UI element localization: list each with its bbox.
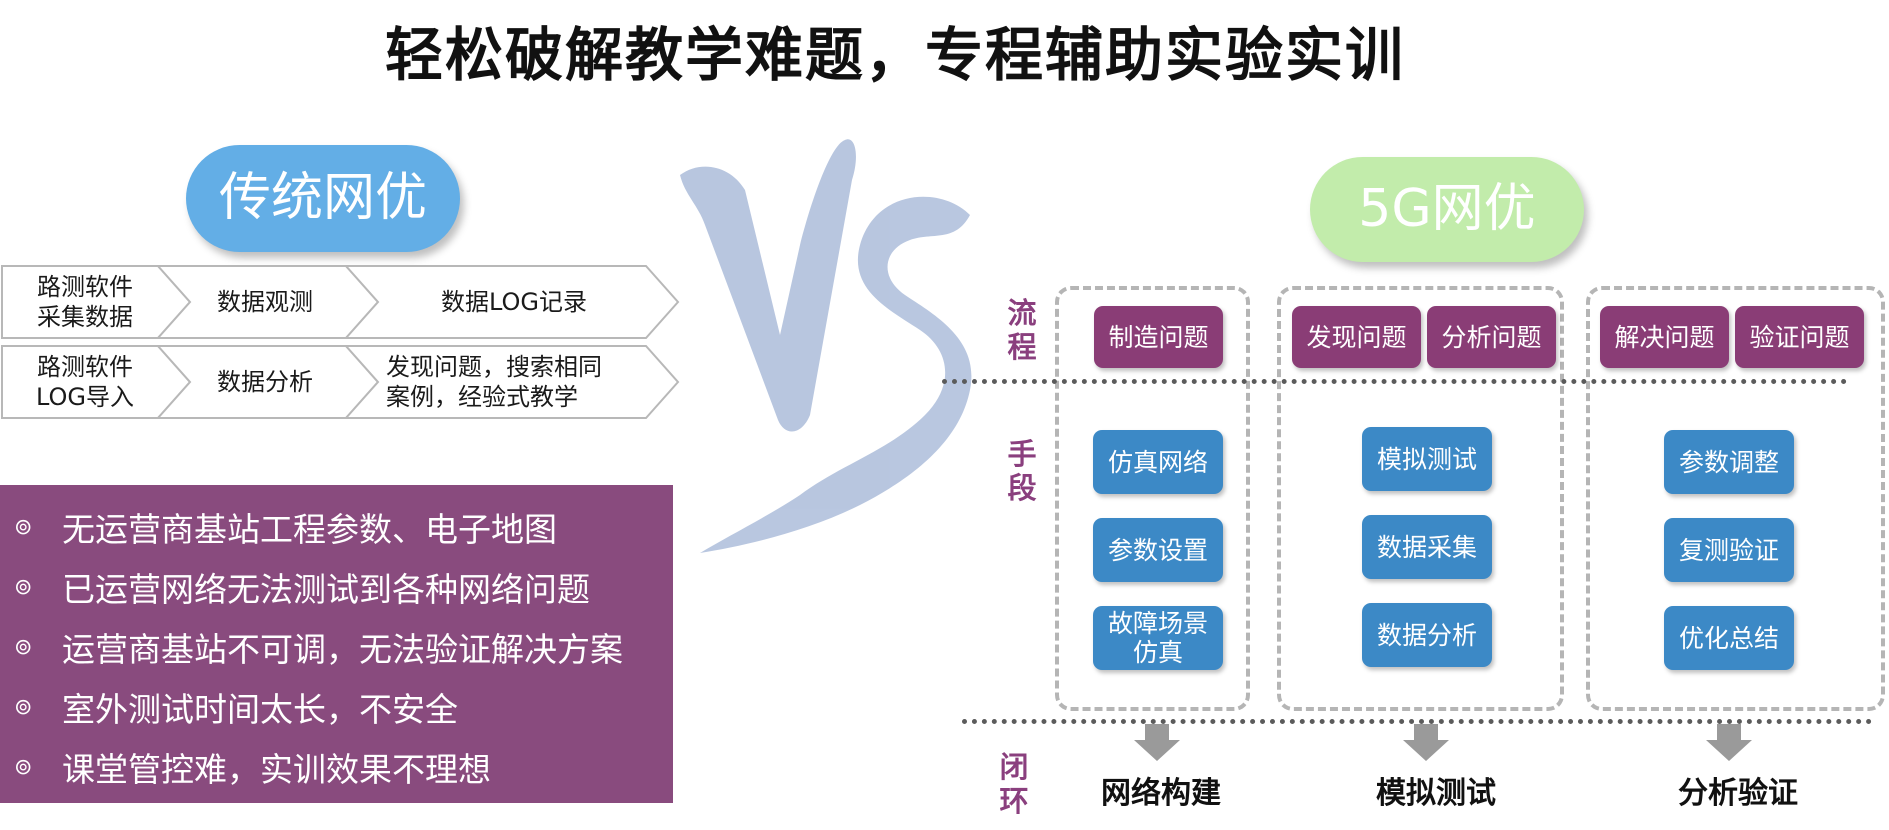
process-solve-problem: 解决问题 bbox=[1600, 306, 1729, 368]
bullet-icon: ⊚ bbox=[14, 754, 33, 780]
stage-box-analysis bbox=[1586, 286, 1885, 711]
means-item: 参数调整 bbox=[1664, 430, 1794, 494]
means-item: 参数设置 bbox=[1093, 518, 1223, 582]
means-label: 手 段 bbox=[1007, 437, 1037, 505]
issue-item: ⊚运营商基站不可调，无法验证解决方案 bbox=[14, 630, 623, 669]
process-verify-problem: 验证问题 bbox=[1735, 306, 1864, 368]
chevron-r2-c3 bbox=[343, 345, 680, 419]
process-create-problem: 制造问题 bbox=[1094, 306, 1223, 368]
process-analyze-problem: 分析问题 bbox=[1427, 306, 1556, 368]
chevron-r1-c3 bbox=[343, 265, 680, 339]
down-arrow-icon bbox=[1403, 724, 1449, 761]
bullet-icon: ⊚ bbox=[14, 634, 33, 660]
means-item: 复测验证 bbox=[1664, 518, 1794, 582]
5g-optimization-pill: 5G网优 bbox=[1310, 157, 1584, 262]
means-item: 故障场景 仿真 bbox=[1093, 606, 1223, 670]
bullet-icon: ⊚ bbox=[14, 514, 33, 540]
means-item: 数据分析 bbox=[1362, 603, 1492, 667]
loop-label: 闭 环 bbox=[999, 750, 1029, 818]
down-arrow-icon bbox=[1706, 724, 1752, 761]
outcome-network-build: 网络构建 bbox=[1101, 776, 1221, 811]
page-title: 轻松破解教学难题，专程辅助实验实训 bbox=[384, 21, 1405, 89]
process-label: 流 程 bbox=[1007, 296, 1037, 364]
traditional-issues-box: ⊚无运营商基站工程参数、电子地图 ⊚已运营网络无法测试到各种网络问题 ⊚运营商基… bbox=[0, 485, 673, 803]
chevron-label: 路测软件 LOG导入 bbox=[35, 353, 134, 411]
down-arrow-icon bbox=[1134, 724, 1180, 761]
chevron-label: 发现问题，搜索相同 案例，经验式教学 bbox=[386, 353, 602, 411]
chevron-shapes bbox=[1, 265, 680, 419]
vs-brush-icon bbox=[680, 139, 972, 553]
chevron-label: 数据观测 bbox=[217, 288, 313, 316]
loop-divider bbox=[962, 719, 1872, 724]
issue-item: ⊚已运营网络无法测试到各种网络问题 bbox=[14, 570, 590, 609]
issue-item: ⊚无运营商基站工程参数、电子地图 bbox=[14, 510, 557, 549]
stage-box-simulation bbox=[1277, 286, 1564, 711]
chevron-label: 路测软件 采集数据 bbox=[37, 273, 133, 331]
process-divider bbox=[942, 379, 1847, 384]
process-find-problem: 发现问题 bbox=[1292, 306, 1421, 368]
bullet-icon: ⊚ bbox=[14, 694, 33, 720]
issue-item: ⊚室外测试时间太长，不安全 bbox=[14, 690, 458, 729]
means-item: 数据采集 bbox=[1362, 515, 1492, 579]
chevron-label: 数据分析 bbox=[217, 368, 313, 396]
outcome-simulation-test: 模拟测试 bbox=[1376, 776, 1496, 811]
means-item: 优化总结 bbox=[1664, 606, 1794, 670]
means-item: 模拟测试 bbox=[1362, 427, 1492, 491]
means-item: 仿真网络 bbox=[1093, 430, 1223, 494]
bullet-icon: ⊚ bbox=[14, 574, 33, 600]
issue-item: ⊚课堂管控难，实训效果不理想 bbox=[14, 750, 491, 789]
chevron-label: 数据LOG记录 bbox=[440, 288, 587, 316]
stage-box-network bbox=[1055, 286, 1250, 711]
traditional-optimization-pill: 传统网优 bbox=[186, 145, 460, 252]
outcome-analysis-verify: 分析验证 bbox=[1678, 776, 1798, 811]
